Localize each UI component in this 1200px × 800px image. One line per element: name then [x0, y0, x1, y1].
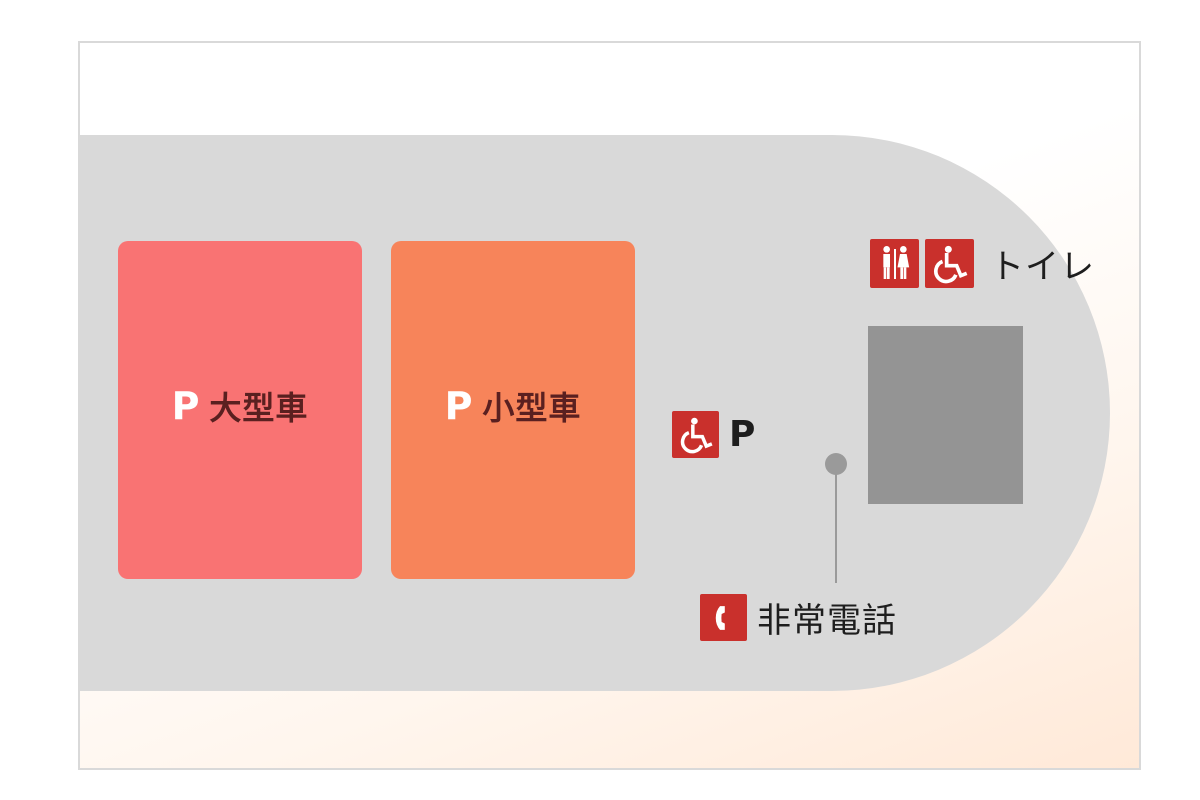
accessible-parking[interactable]: P	[672, 411, 755, 458]
small-vehicle-parking[interactable]: P 小型車	[391, 241, 635, 579]
emergency-phone[interactable]: 非常電話	[700, 593, 897, 642]
large-vehicle-label: P 大型車	[172, 383, 309, 429]
parking-p: P	[444, 384, 473, 428]
phone-leader-line	[835, 471, 837, 583]
toilet-label: トイレ	[990, 247, 1095, 287]
toilet[interactable]: トイレ	[870, 239, 1095, 288]
phone-icon	[700, 594, 747, 641]
restroom-icon	[870, 239, 919, 288]
small-vehicle-text: 小型車	[482, 389, 582, 427]
accessible-parking-label: P	[729, 414, 756, 455]
small-vehicle-label: P 小型車	[445, 383, 582, 429]
emergency-phone-label: 非常電話	[757, 601, 897, 641]
large-vehicle-text: 大型車	[209, 389, 309, 427]
wheelchair-icon	[925, 239, 974, 288]
parking-p: P	[171, 384, 200, 428]
phone-location-marker[interactable]	[825, 453, 847, 475]
map-frame: P 大型車 P 小型車 P	[78, 41, 1141, 770]
large-vehicle-parking[interactable]: P 大型車	[118, 241, 362, 579]
toilet-building[interactable]	[868, 326, 1023, 504]
wheelchair-icon	[672, 411, 719, 458]
